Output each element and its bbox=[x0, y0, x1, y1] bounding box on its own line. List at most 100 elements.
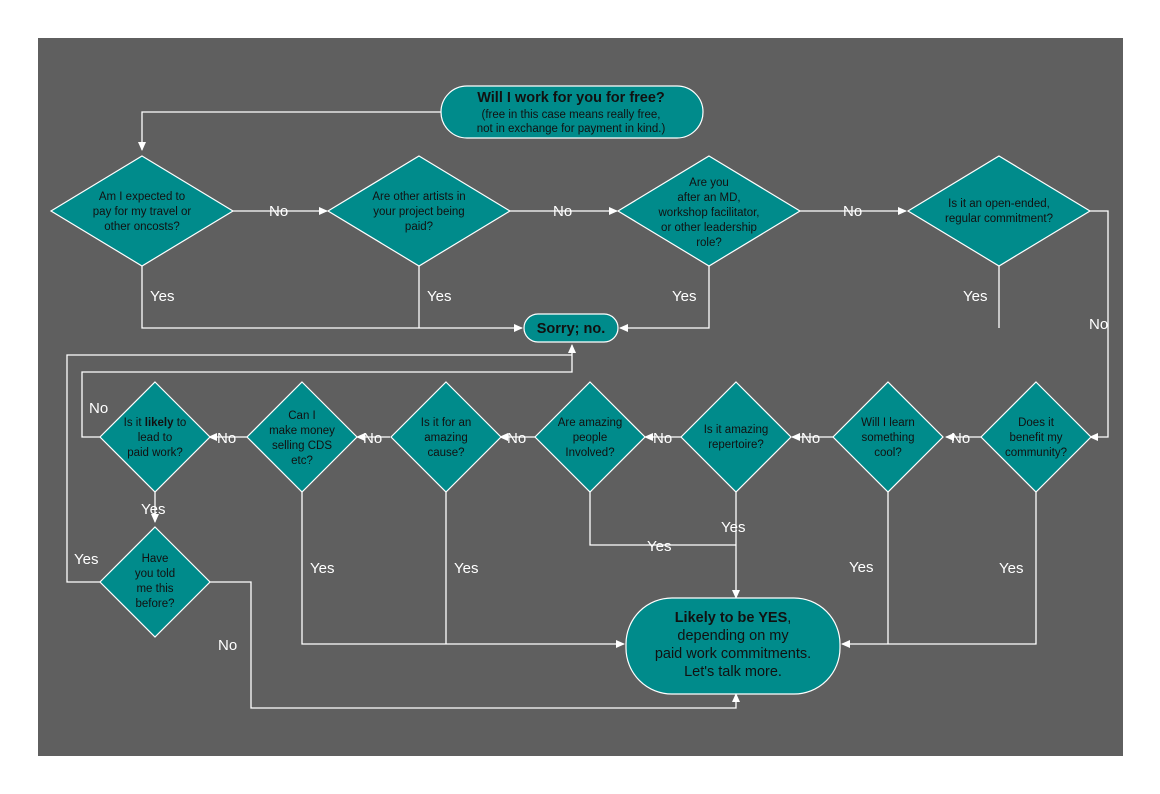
label-no-q4: No bbox=[1089, 316, 1108, 333]
people-line-3: Involved? bbox=[565, 447, 614, 459]
connectors bbox=[66, 111, 1109, 709]
told-line-4: before? bbox=[135, 598, 174, 610]
travel-line-3: other oncosts? bbox=[104, 221, 179, 233]
start-title: Will I work for you for free? bbox=[477, 90, 665, 106]
money-line-4: etc? bbox=[291, 455, 313, 467]
artists-line-3: paid? bbox=[405, 221, 433, 233]
label-no-money: No bbox=[217, 430, 236, 447]
cause-line-1: Is it for an bbox=[421, 417, 472, 429]
label-yes-likely: Yes bbox=[141, 501, 165, 518]
label-yes-q2: Yes bbox=[427, 288, 451, 305]
label-no-q2-q3: No bbox=[553, 203, 572, 220]
leadership-line-4: or other leadership bbox=[661, 222, 757, 234]
decision-amazing-people bbox=[534, 381, 646, 493]
edge-q4-community bbox=[1089, 210, 1109, 441]
edge-q3-sorry bbox=[619, 266, 710, 332]
decision-open-ended bbox=[906, 155, 1092, 267]
decision-travel bbox=[49, 155, 235, 267]
money-line-2: make money bbox=[269, 425, 335, 437]
decision-artists-paid bbox=[326, 155, 512, 267]
label-yes-q4: Yes bbox=[963, 288, 987, 305]
result-line-2: depending on my bbox=[677, 628, 789, 644]
money-line-1: Can I bbox=[288, 410, 316, 422]
edge-told-yes bbox=[66, 354, 572, 583]
travel-line-2: pay for my travel or bbox=[93, 206, 192, 218]
start-sub-line-1: (free in this case means really free, bbox=[482, 109, 661, 121]
label-no-learn: No bbox=[801, 430, 820, 447]
people-line-1: Are amazing bbox=[558, 417, 623, 429]
decision-likely-paid bbox=[99, 381, 211, 493]
decision-amazing-repertoire bbox=[680, 381, 792, 493]
start-sub-line-2: not in exchange for payment in kind.) bbox=[477, 123, 666, 135]
money-line-3: selling CDS bbox=[272, 440, 332, 452]
travel-line-1: Am I expected to bbox=[99, 191, 185, 203]
label-no-repertoire: No bbox=[653, 430, 672, 447]
sorry-label: Sorry; no. bbox=[537, 321, 605, 337]
label-yes-told: Yes bbox=[74, 551, 98, 568]
community-line-2: benefit my bbox=[1009, 432, 1062, 444]
sorry-node bbox=[523, 313, 619, 343]
label-no-q3-q4: No bbox=[843, 203, 862, 220]
open-ended-line-2: regular commitment? bbox=[945, 213, 1053, 225]
nodes bbox=[49, 85, 1092, 695]
leadership-line-2: after an MD, bbox=[677, 192, 740, 204]
label-yes-community: Yes bbox=[999, 560, 1023, 577]
result-line-3: paid work commitments. bbox=[655, 646, 811, 662]
label-no-likely: No bbox=[89, 400, 108, 417]
label-no-told: No bbox=[218, 637, 237, 654]
repertoire-line-1: Is it amazing bbox=[704, 424, 769, 436]
decision-amazing-cause bbox=[390, 381, 502, 493]
open-ended-line-1: Is it an open-ended, bbox=[948, 198, 1050, 210]
decision-community bbox=[980, 381, 1092, 493]
label-no-community: No bbox=[951, 430, 970, 447]
likely-line-3: paid work? bbox=[127, 447, 183, 459]
result-line-1: Likely to be YES, bbox=[675, 610, 792, 626]
likely-line-2: lead to bbox=[138, 432, 173, 444]
label-yes-q1: Yes bbox=[150, 288, 174, 305]
community-line-3: community? bbox=[1005, 447, 1067, 459]
edge-likely-sorry bbox=[81, 344, 576, 438]
decision-learn-cool bbox=[832, 381, 944, 493]
learn-line-2: something bbox=[861, 432, 914, 444]
cause-line-3: cause? bbox=[427, 447, 464, 459]
people-line-2: people bbox=[573, 432, 608, 444]
leadership-line-5: role? bbox=[696, 237, 722, 249]
edge-told-no bbox=[210, 581, 740, 709]
label-no-q1-q2: No bbox=[269, 203, 288, 220]
told-line-1: Have bbox=[142, 553, 169, 565]
label-no-people: No bbox=[507, 430, 526, 447]
community-line-1: Does it bbox=[1018, 417, 1055, 429]
label-yes-cause: Yes bbox=[454, 560, 478, 577]
label-yes-learn: Yes bbox=[849, 559, 873, 576]
label-yes-q3: Yes bbox=[672, 288, 696, 305]
label-no-cause: No bbox=[363, 430, 382, 447]
learn-line-3: cool? bbox=[874, 447, 902, 459]
edge-labels: No No No Yes Yes Yes Yes No No No No No … bbox=[74, 203, 1108, 654]
edge-q1-sorry bbox=[141, 266, 523, 332]
label-yes-repertoire: Yes bbox=[721, 519, 745, 536]
leadership-line-3: workshop facilitator, bbox=[658, 207, 760, 219]
edge-money-result bbox=[301, 492, 625, 648]
artists-line-2: your project being bbox=[373, 206, 464, 218]
start-node bbox=[440, 85, 704, 139]
leadership-line-1: Are you bbox=[689, 177, 729, 189]
edge-people-join bbox=[589, 492, 736, 546]
result-line-4: Let's talk more. bbox=[684, 664, 782, 680]
decision-told-before bbox=[99, 526, 211, 638]
result-node bbox=[625, 597, 841, 695]
repertoire-line-2: repertoire? bbox=[708, 439, 764, 451]
learn-line-1: Will I learn bbox=[861, 417, 915, 429]
artists-line-1: Are other artists in bbox=[372, 191, 465, 203]
told-line-3: me this bbox=[136, 583, 173, 595]
likely-line-1: Is it likely to bbox=[124, 417, 187, 429]
cause-line-2: amazing bbox=[424, 432, 467, 444]
edge-community-result bbox=[841, 492, 1037, 648]
decision-make-money bbox=[246, 381, 358, 493]
label-yes-people: Yes bbox=[647, 538, 671, 555]
told-line-2: you told bbox=[135, 568, 175, 580]
label-yes-money: Yes bbox=[310, 560, 334, 577]
decision-leadership bbox=[616, 155, 802, 267]
edge-start-q1 bbox=[138, 111, 441, 151]
node-labels: Will I work for you for free? (free in t… bbox=[93, 90, 1067, 680]
